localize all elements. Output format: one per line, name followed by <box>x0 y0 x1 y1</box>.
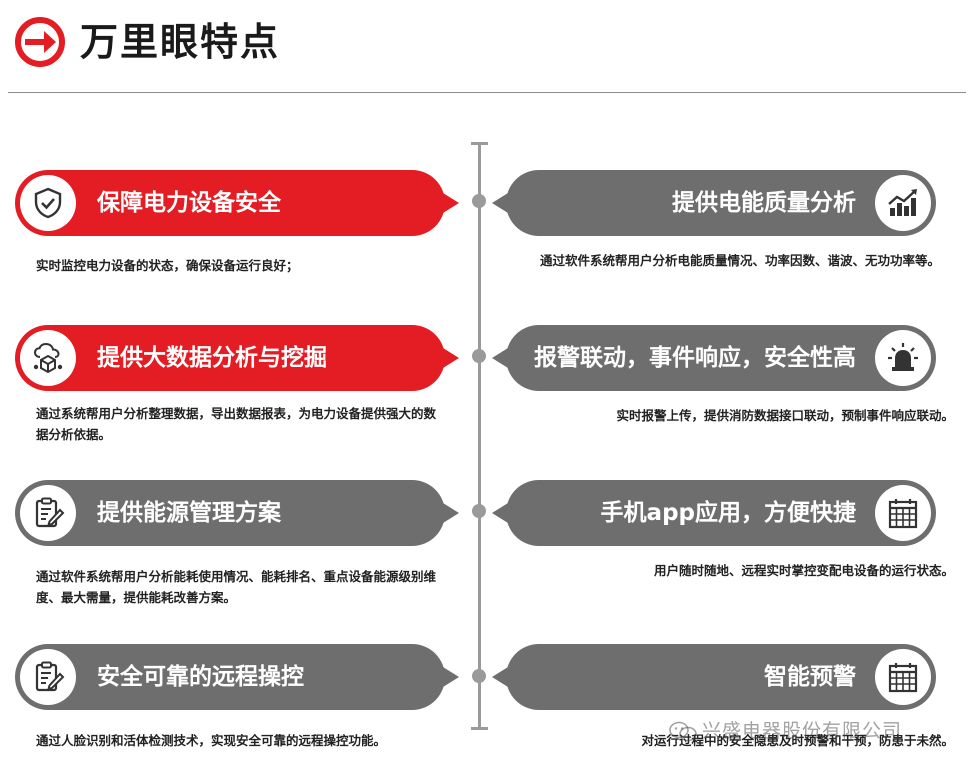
feature-description: 通过人脸识别和活体检测技术，实现安全可靠的远程操控功能。 <box>36 733 387 748</box>
calendar-grid-icon <box>888 499 918 529</box>
pointer-arrow <box>492 193 508 213</box>
feature-title: 报警联动，事件响应，安全性高 <box>534 345 856 371</box>
page-title: 万里眼特点 <box>80 20 281 64</box>
timeline-line <box>478 142 481 730</box>
feature-power-safety: 保障电力设备安全 <box>15 170 459 236</box>
feature-energy-management: 提供能源管理方案 <box>15 480 459 546</box>
feature-description: 对运行过程中的安全隐患及时预警和干预，防患于未然。 <box>641 733 954 748</box>
timeline-dot <box>472 194 486 208</box>
feature-smart-warning: 智能预警 <box>492 644 936 710</box>
feature-icon-badge <box>20 649 76 705</box>
pointer-arrow <box>443 667 459 687</box>
pointer-arrow <box>443 193 459 213</box>
feature-title: 提供电能质量分析 <box>672 190 856 216</box>
watermark: 兴盛电器股份有限公司 <box>668 716 902 746</box>
feature-icon-badge <box>20 330 76 386</box>
timeline-dot <box>472 669 486 683</box>
feature-remote-control: 安全可靠的远程操控 <box>15 644 459 710</box>
feature-title: 手机app应用，方便快捷 <box>600 500 856 526</box>
pointer-arrow <box>492 503 508 523</box>
header-divider <box>8 92 966 93</box>
feature-mobile-app: 手机app应用，方便快捷 <box>492 480 936 546</box>
feature-description: 实时监控电力设备的状态，确保设备运行良好； <box>36 258 299 273</box>
feature-title: 保障电力设备安全 <box>97 190 281 216</box>
timeline-dot <box>472 349 486 363</box>
pointer-arrow <box>492 348 508 368</box>
arrow-right-circle-icon <box>15 17 65 67</box>
feature-power-quality: 提供电能质量分析 <box>492 170 936 236</box>
watermark-text: 兴盛电器股份有限公司 <box>702 720 903 742</box>
feature-title: 提供能源管理方案 <box>97 500 281 526</box>
feature-icon-badge <box>875 649 931 705</box>
feature-icon-badge <box>20 175 76 231</box>
feature-title: 提供大数据分析与挖掘 <box>97 345 327 371</box>
timeline-top-tick <box>471 142 488 145</box>
feature-big-data: 提供大数据分析与挖掘 <box>15 325 459 391</box>
pointer-arrow <box>443 503 459 523</box>
clipboard-edit-icon <box>35 661 65 692</box>
cloud-data-icon <box>33 342 63 374</box>
clipboard-edit-icon <box>35 497 65 528</box>
alarm-light-icon <box>888 343 918 371</box>
feature-title: 智能预警 <box>764 664 856 690</box>
pointer-arrow <box>492 667 508 687</box>
calendar-grid-icon <box>888 663 918 693</box>
feature-icon-badge <box>875 330 931 386</box>
wechat-icon <box>669 721 697 741</box>
feature-title: 安全可靠的远程操控 <box>97 664 304 690</box>
feature-description: 用户随时随地、远程实时掌控变配电设备的运行状态。 <box>653 563 954 578</box>
feature-description: 通过系统帮用户分析整理数据，导出数据报表，为电力设备提供强大的数据分析依据。 <box>36 406 437 442</box>
feature-icon-badge <box>875 175 931 231</box>
feature-alarm-linkage: 报警联动，事件响应，安全性高 <box>492 325 936 391</box>
timeline-dot <box>472 504 486 518</box>
page-header: 万里眼特点 <box>0 0 974 94</box>
feature-icon-badge <box>875 485 931 541</box>
feature-description: 实时报警上传，提供消防数据接口联动，预制事件响应联动。 <box>616 408 954 423</box>
timeline-bottom-tick <box>471 727 488 730</box>
pointer-arrow <box>443 348 459 368</box>
shield-check-icon <box>34 187 62 219</box>
feature-icon-badge <box>20 485 76 541</box>
feature-description: 通过软件系统帮用户分析能耗使用情况、能耗排名、重点设备能源级别维度、最大需量，提… <box>36 569 437 605</box>
feature-description: 通过软件系统帮用户分析电能质量情况、功率因数、谐波、无功功率等。 <box>540 253 941 268</box>
trend-chart-icon <box>888 189 917 216</box>
